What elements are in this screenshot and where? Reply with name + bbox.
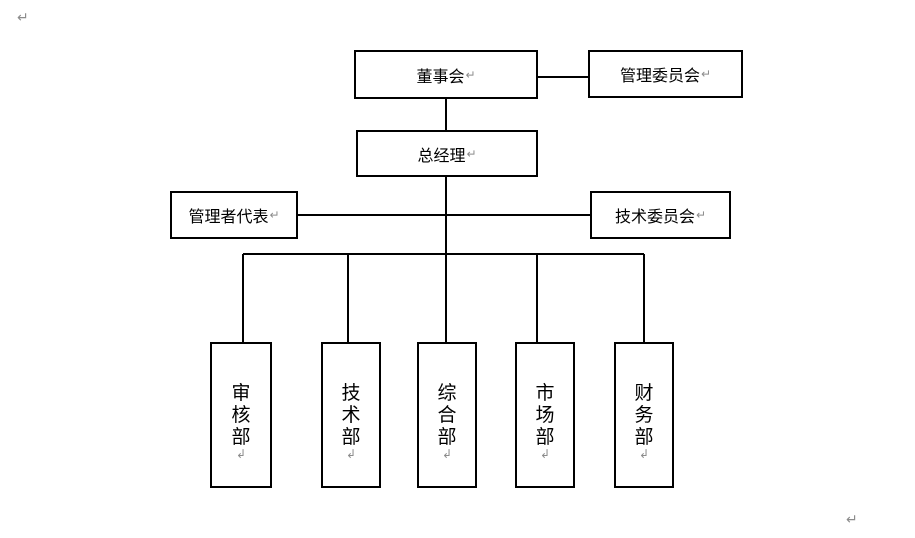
dept-market-char: 市	[535, 382, 555, 404]
board-box: 董事会↵	[354, 50, 538, 99]
gm-label: 总经理	[417, 145, 466, 165]
line-break-mark: ↲	[638, 447, 650, 461]
dept-market-box: 市 场 部 ↲	[515, 342, 575, 488]
mgmt-committee-label: 管理委员会	[619, 66, 700, 85]
tech-committee-box: 技术委员会↵	[590, 191, 731, 239]
line-break-mark: ↲	[441, 447, 453, 461]
dept-tech-char: 部	[341, 426, 361, 448]
mgmt-committee-box: 管理委员会↵	[588, 50, 743, 98]
dept-finance-char: 务	[634, 404, 654, 426]
line-break-mark: ↲	[345, 447, 357, 461]
dept-general-char: 部	[437, 426, 457, 448]
tech-committee-label: 技术委员会	[614, 207, 695, 226]
board-label: 董事会	[416, 66, 465, 86]
paragraph-mark-bottom: ↵	[846, 512, 858, 528]
dept-finance-char: 财	[634, 382, 654, 404]
dept-tech-box: 技 术 部 ↲	[321, 342, 381, 488]
line-break-mark: ↲	[539, 447, 551, 461]
dept-audit-char: 部	[231, 426, 251, 448]
dept-finance-box: 财 务 部 ↲	[614, 342, 674, 488]
dept-tech-char: 技	[341, 382, 361, 404]
dept-general-char: 合	[437, 404, 457, 426]
dept-audit-char: 核	[231, 404, 251, 426]
dept-tech-char: 术	[341, 404, 361, 426]
paragraph-mark-top: ↵	[17, 10, 29, 26]
dept-market-char: 部	[535, 426, 555, 448]
mgmt-rep-box: 管理者代表↵	[170, 191, 298, 239]
dept-market-char: 场	[535, 404, 555, 426]
dept-general-box: 综 合 部 ↲	[417, 342, 477, 488]
dept-finance-char: 部	[634, 426, 654, 448]
dept-audit-char: 审	[231, 382, 251, 404]
gm-box: 总经理↵	[356, 130, 538, 177]
dept-general-char: 综	[437, 382, 457, 404]
mgmt-rep-label: 管理者代表	[188, 207, 269, 226]
dept-audit-box: 审 核 部 ↲	[210, 342, 272, 488]
line-break-mark: ↲	[235, 447, 247, 461]
